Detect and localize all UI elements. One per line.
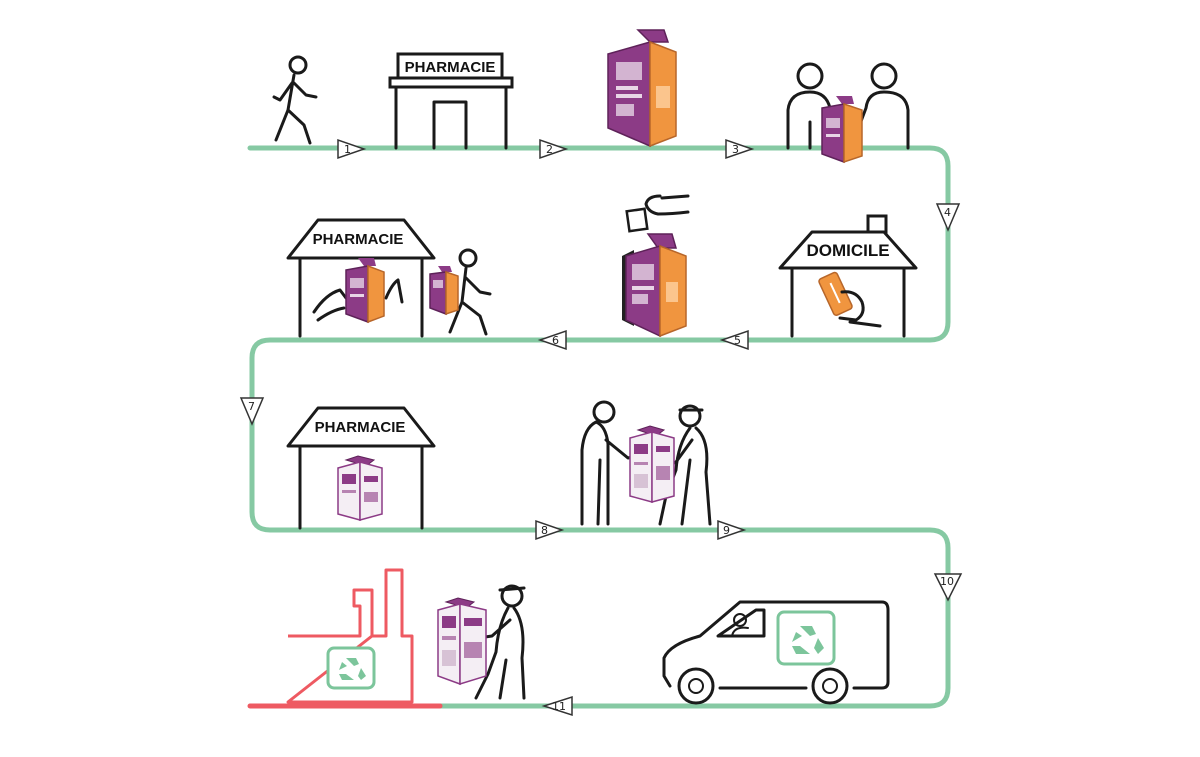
step-number: 6 [552,334,559,347]
walking-person-icon [272,55,318,145]
handover-icon [786,62,910,164]
collection-box-icon [607,29,677,148]
domicile-sign: DOMICILE [806,241,889,260]
step-marker-2: 2 [539,138,569,160]
step-marker-4: 4 [935,203,961,232]
collection-box-icon [437,597,487,686]
pharmacy-building-icon: PHARMACIE [388,52,514,150]
collection-box-icon [337,455,383,521]
step-marker-11: 11 [541,695,573,717]
collection-box-icon [821,96,863,164]
van-icon [662,600,890,705]
pharmacie-sign-3: PHARMACIE [315,419,406,436]
step-number: 8 [541,524,548,537]
recycling-factory-icon [286,568,414,704]
walking-person-icon [429,248,492,336]
process-path [247,145,951,709]
collection-box-icon [622,194,690,338]
step-marker-3: 3 [725,138,755,160]
step-marker-8: 8 [535,519,565,541]
step-number: 2 [546,143,553,156]
pharmacie-sign-2: PHARMACIE [313,231,404,248]
worker-icon [437,584,526,700]
collection-box-icon [629,425,675,503]
step-number: 10 [940,575,954,588]
pharmacie-sign-1: PHARMACIE [405,59,496,76]
step-number: 1 [344,143,351,156]
handover-icon [580,400,712,526]
home-icon: DOMICILE [778,214,918,338]
step-marker-1: 1 [337,138,367,160]
step-number: 11 [552,700,566,713]
step-marker-5: 5 [719,329,749,351]
step-number: 4 [944,206,951,219]
collection-box-icon [429,266,459,316]
recycle-icon [326,646,376,690]
process-path-line [247,145,951,709]
step-marker-7: 7 [239,397,265,426]
step-markers: 1 2 3 4 5 6 7 8 [239,138,963,717]
step-marker-9: 9 [717,519,747,541]
step-number: 3 [732,143,739,156]
collection-box-icon [345,258,385,324]
recycle-icon [776,610,836,666]
step-marker-6: 6 [537,329,567,351]
pharmacy-building-icon: PHARMACIE [286,218,436,338]
step-number: 7 [248,400,255,413]
step-number: 9 [723,524,730,537]
pharmacy-building-icon: PHARMACIE [286,406,436,530]
step-number: 5 [734,334,741,347]
step-marker-10: 10 [933,573,963,602]
